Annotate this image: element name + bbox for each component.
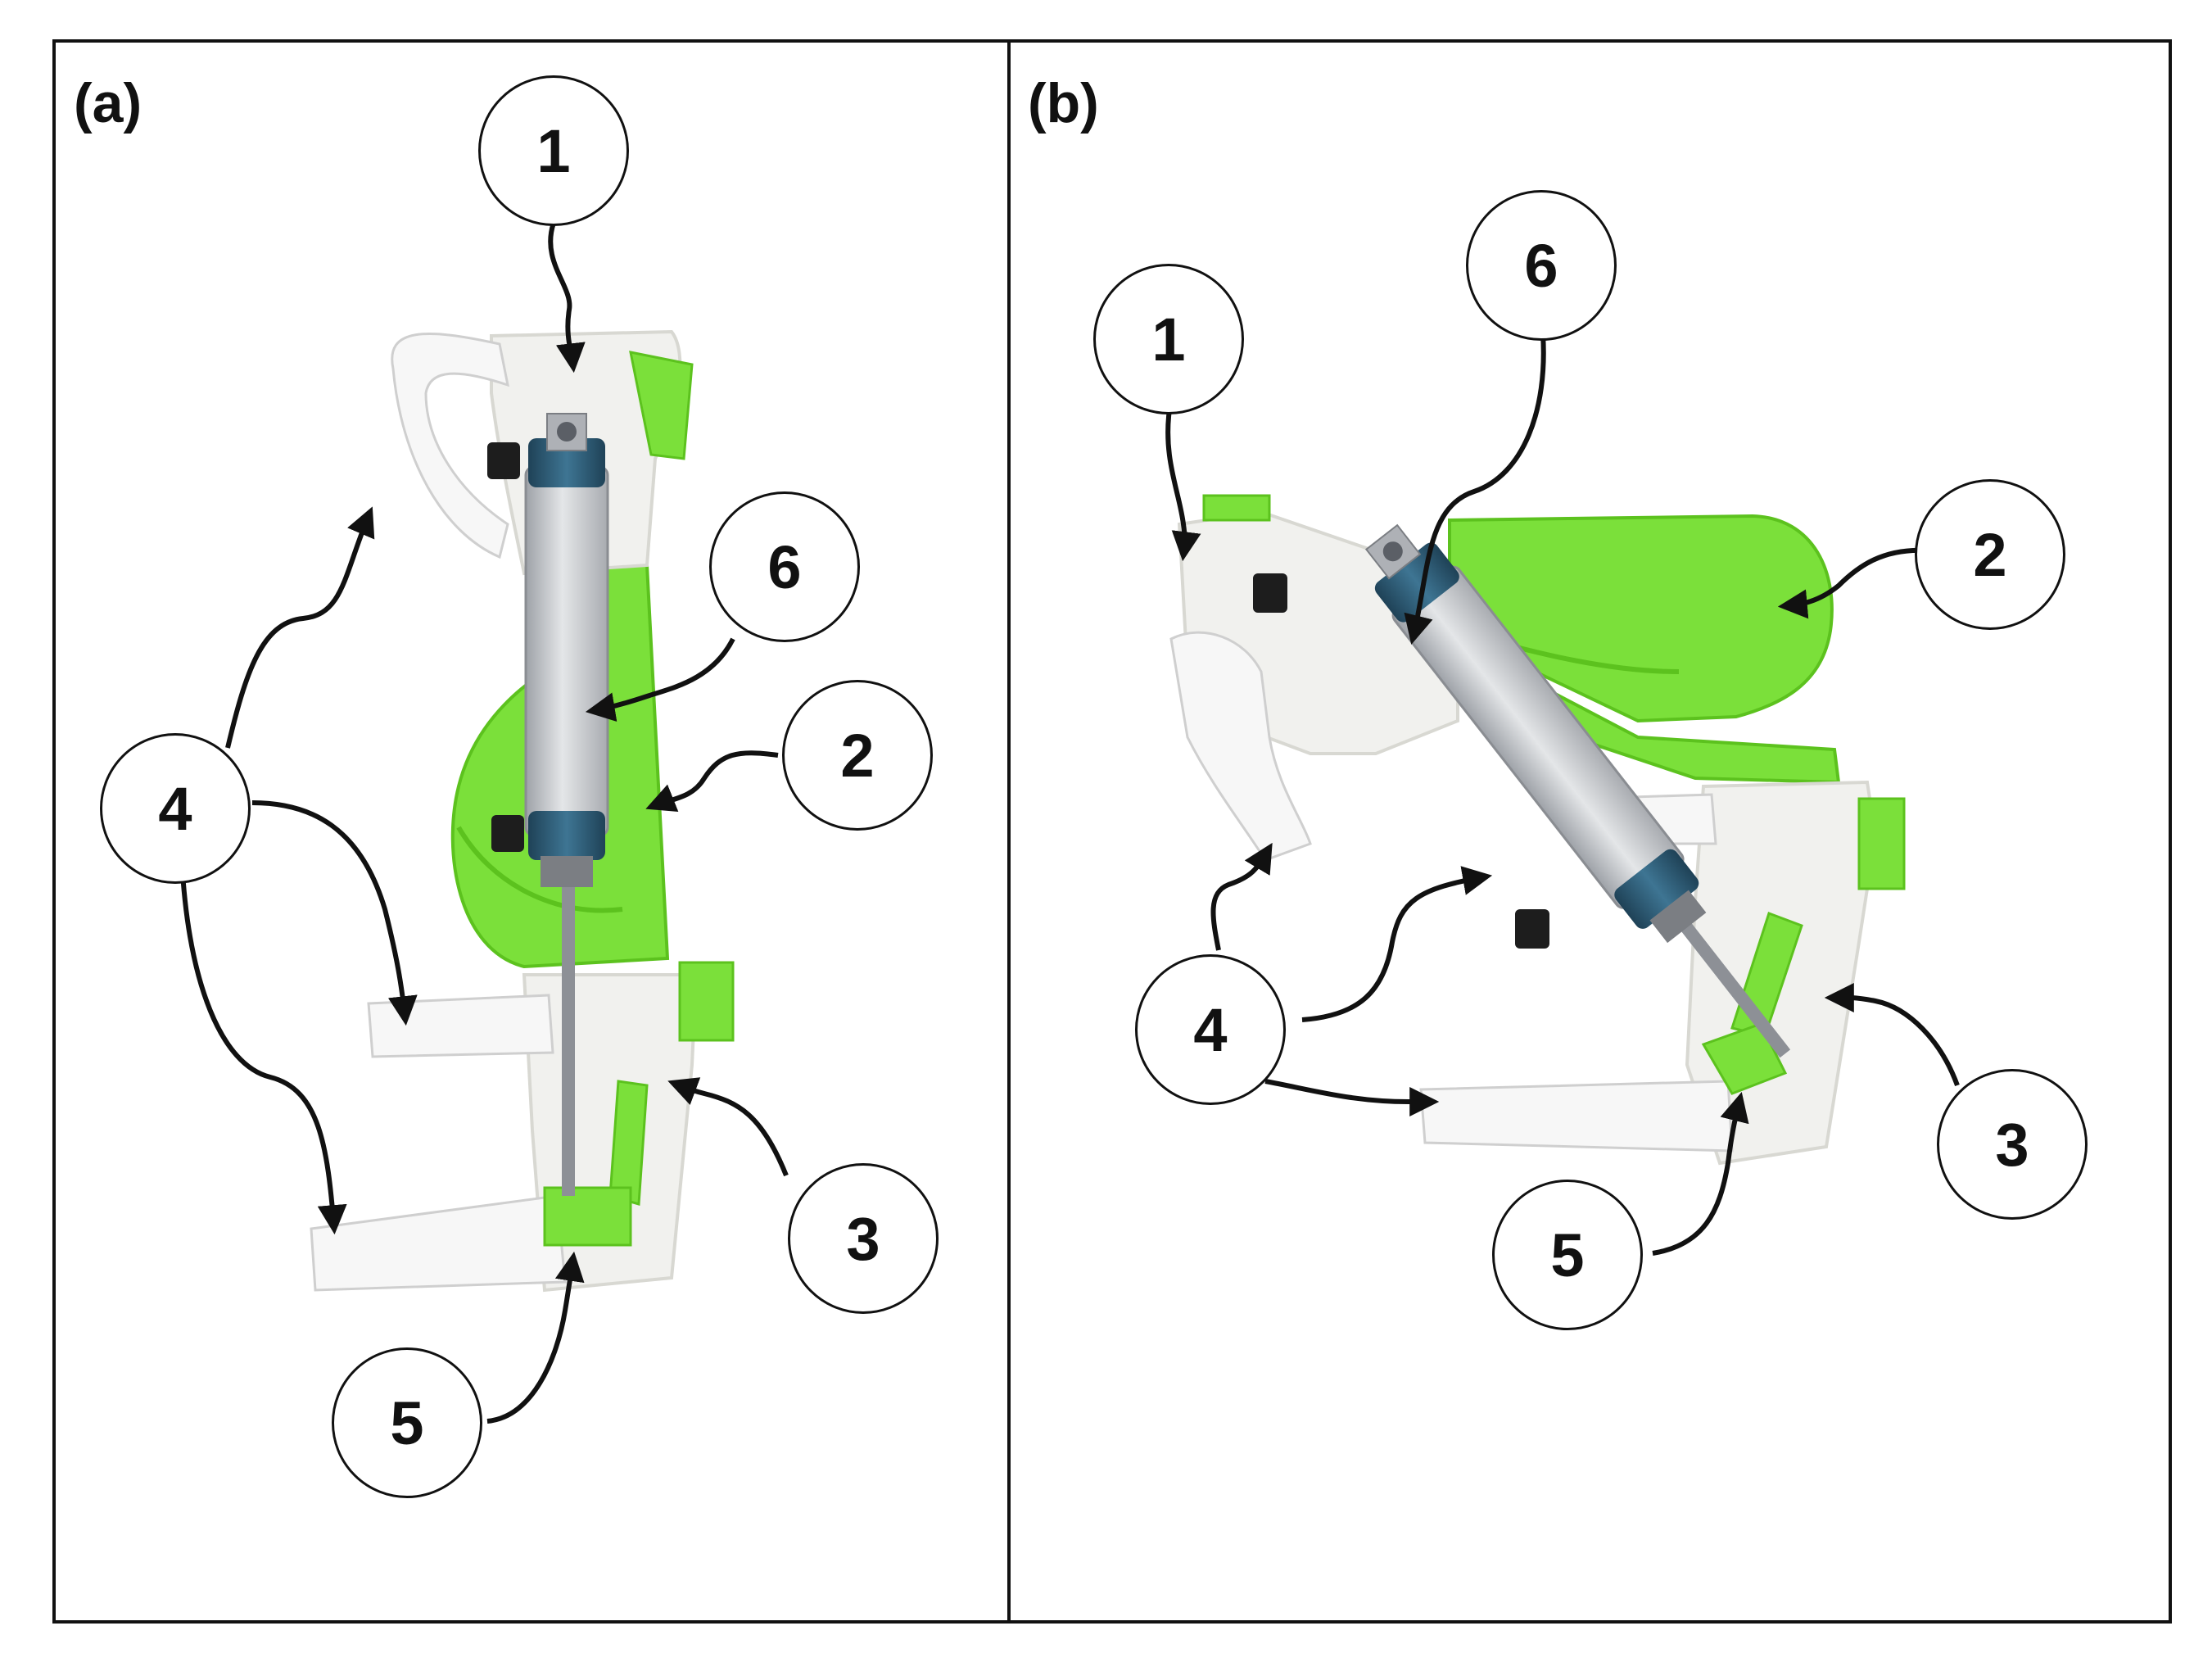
ankle-strap-b (1419, 1080, 1734, 1153)
knee-strap-a (367, 994, 554, 1058)
cylinder-cap-bottom-b (1614, 849, 1699, 929)
panel-b-label: (b) (1028, 72, 1099, 134)
callout-a-6: 6 (709, 491, 860, 642)
cylinder-rod-a (562, 885, 575, 1196)
ankle-mount-a (608, 1080, 649, 1206)
callout-b-2: 2 (1915, 479, 2065, 630)
thigh-strap-a (391, 333, 509, 559)
panel-a-label: (a) (74, 72, 142, 134)
cylinder-rod-b (1663, 901, 1791, 1058)
knee-joint-plate-b (1448, 514, 1834, 723)
cylinder-cap-top-b (1374, 542, 1459, 623)
cylinder-cap-bottom-a (528, 811, 605, 860)
panel-a-brace (310, 329, 735, 1293)
thigh-strap-b (1169, 631, 1312, 862)
callout-a-1: 1 (478, 75, 629, 226)
callout-b-1: 1 (1093, 264, 1244, 414)
panel-b-brace (1169, 494, 1906, 1166)
callout-a-3: 3 (788, 1163, 939, 1314)
callout-a-4: 4 (100, 733, 251, 884)
callout-b-6: 6 (1466, 190, 1617, 341)
panel-a-leaders (179, 222, 789, 1424)
callout-a-2: 2 (782, 680, 933, 831)
ankle-strap-a (310, 1194, 567, 1292)
figure-frame (52, 39, 2172, 1624)
callout-b-4: 4 (1135, 954, 1286, 1105)
panel-b-leaders (1165, 333, 1960, 1256)
callout-b-3: 3 (1937, 1069, 2088, 1220)
callout-b-5: 5 (1492, 1180, 1643, 1330)
cylinder-body-a (524, 465, 609, 837)
callout-a-5: 5 (332, 1347, 482, 1498)
